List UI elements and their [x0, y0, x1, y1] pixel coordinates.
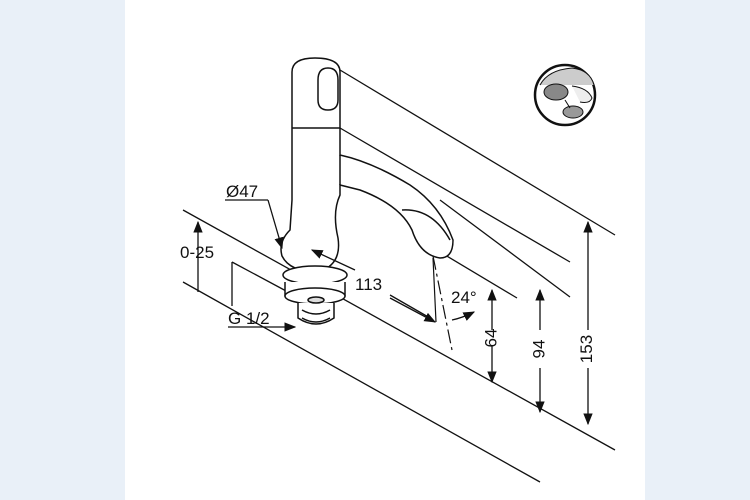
drawing-sheet: Ø47 0-25 G 1/2 113 24° 64 94 153 [125, 0, 645, 500]
diameter-label: Ø47 [226, 182, 259, 201]
thread-label: G 1/2 [228, 309, 270, 328]
left-margin-panel [0, 0, 125, 500]
reach-label: 113 [355, 275, 383, 294]
angle-label: 24° [451, 288, 477, 307]
height-total-label: 153 [577, 334, 597, 364]
offset-range-label: 0-25 [180, 243, 215, 262]
height-outlet-label: 64 [481, 328, 501, 348]
right-margin-panel [645, 0, 750, 500]
extension-lines [182, 69, 616, 483]
aerator-removal-detail-icon [533, 63, 597, 127]
technical-drawing [182, 57, 616, 483]
jet-centerline [432, 255, 453, 351]
faucet-base [282, 265, 348, 325]
dimension-arrows [193, 199, 593, 426]
height-spout-label: 94 [529, 339, 549, 359]
faucet-body [280, 57, 454, 273]
